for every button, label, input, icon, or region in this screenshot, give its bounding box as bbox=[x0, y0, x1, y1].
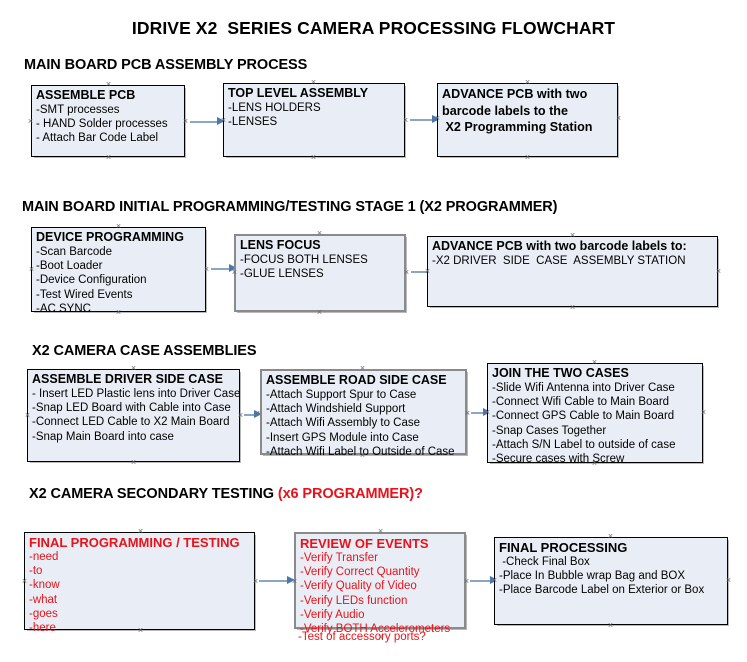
box-line: -Verify BOTH Accelerometers bbox=[300, 623, 451, 636]
connector-shaft bbox=[244, 414, 255, 416]
box-line: -Verify Audio bbox=[300, 608, 365, 621]
page-title: IDRIVE X2 SERIES CAMERA PROCESSING FLOWC… bbox=[131, 18, 616, 38]
box-line: -Scan Barcode bbox=[36, 246, 113, 258]
box-line: -Test Wired Events bbox=[36, 288, 133, 301]
connector-shaft bbox=[470, 580, 491, 582]
box-line: -Verify Correct Quantity bbox=[300, 566, 420, 579]
box-line: -goes bbox=[29, 607, 58, 620]
box-title: ADVANCE PCB with two bbox=[442, 87, 588, 101]
box-line: -know bbox=[29, 579, 60, 592]
box-line: - HAND Solder processes bbox=[36, 118, 168, 131]
box-line: -Slide Wifi Antenna into Driver Case bbox=[492, 382, 675, 394]
box-line: -AC SYNC bbox=[36, 302, 91, 315]
box-title: FINAL PROCESSING bbox=[499, 540, 628, 555]
box-top-level-assembly[interactable]: TOP LEVEL ASSEMBLY -LENS HOLDERS -LENSES bbox=[223, 83, 405, 157]
section-heading-main-board-initial-programming-testing-stage-1: MAIN BOARD INITIAL PROGRAMMING/TESTING S… bbox=[22, 199, 558, 215]
connector-shaft bbox=[471, 412, 484, 414]
box-lens-focus[interactable]: LENS FOCUS -FOCUS BOTH LENSES -GLUE LENS… bbox=[234, 234, 406, 312]
connector-shaft bbox=[190, 121, 218, 123]
section-heading-x2-camera-case-assemblies: X2 CAMERA CASE ASSEMBLIES bbox=[32, 343, 257, 359]
box-line: -Insert GPS Module into Case bbox=[266, 431, 419, 444]
connector-arrow bbox=[410, 115, 440, 124]
connector-arrow bbox=[259, 576, 295, 585]
box-line: -Place In Bubble wrap Bag and BOX bbox=[499, 570, 686, 583]
box-assemble-pcb[interactable]: ASSEMBLE PCB -SMT processes - HAND Solde… bbox=[31, 85, 185, 157]
connector-shaft bbox=[259, 580, 288, 582]
box-line: -to bbox=[29, 565, 43, 578]
box-line: -Place Barcode Label on Exterior or Box bbox=[499, 584, 705, 597]
box-line: -Snap Cases Together bbox=[492, 424, 607, 437]
box-title: ASSEMBLE PCB bbox=[36, 88, 136, 102]
box-review-of-events[interactable]: REVIEW OF EVENTS -Verify Transfer -Verif… bbox=[294, 532, 466, 635]
box-final-processing[interactable]: FINAL PROCESSING -Check Final Box -Place… bbox=[494, 537, 728, 625]
box-line: -Attach Wifi Assembly to Case bbox=[266, 417, 421, 430]
box-line: -X2 DRIVER SIDE CASE ASSEMBLY STATION bbox=[432, 255, 686, 267]
box-device-programming[interactable]: DEVICE PROGRAMMING -Scan Barcode -Boot L… bbox=[31, 227, 206, 315]
box-title: ADVANCE PCB with two barcode labels to: bbox=[432, 239, 687, 253]
box-join-the-two-cases[interactable]: JOIN THE TWO CASES -Slide Wifi Antenna i… bbox=[487, 363, 703, 466]
box-assemble-driver-side-case[interactable]: ASSEMBLE DRIVER SIDE CASE - Insert LED P… bbox=[27, 369, 240, 462]
section-heading-x2-camera-secondary-testing: X2 CAMERA SECONDARY TESTING (x6 PROGRAMM… bbox=[29, 486, 423, 502]
box-line: -Attach Wifi Label to Outside of Case bbox=[266, 445, 455, 458]
box-line: -Attach Windshield Support bbox=[266, 403, 406, 416]
box-line: - Attach Bar Code Label bbox=[36, 132, 159, 145]
box-line: -Snap LED Board with Cable into Case bbox=[32, 402, 231, 415]
box-title: DEVICE PROGRAMMING bbox=[36, 230, 184, 244]
box-title: JOIN THE TWO CASES bbox=[492, 366, 629, 380]
box-title: ASSEMBLE DRIVER SIDE CASE bbox=[32, 372, 224, 386]
box-line: -Connect LED Cable to X2 Main Board bbox=[32, 416, 230, 429]
box-line: -Attach Support Spur to Case bbox=[266, 389, 417, 401]
connector-shaft bbox=[410, 119, 433, 121]
box-line: -Connect GPS Cable to Main Board bbox=[492, 410, 675, 423]
box-title: LENS FOCUS bbox=[240, 238, 321, 252]
box-line: -Check Final Box bbox=[499, 556, 590, 568]
box-overflow-line: -Test of accessory ports? bbox=[298, 631, 426, 643]
box-line: -Secure cases with Screw bbox=[492, 453, 625, 466]
box-line: -FOCUS BOTH LENSES bbox=[240, 254, 368, 266]
box-title: TOP LEVEL ASSEMBLY bbox=[228, 86, 369, 100]
box-assemble-road-side-case[interactable]: ASSEMBLE ROAD SIDE CASE -Attach Support … bbox=[260, 369, 467, 458]
box-line: - Insert LED Plastic lens into Driver Ca… bbox=[32, 388, 241, 400]
box-line: -LENSES bbox=[228, 116, 278, 129]
connector-arrow bbox=[190, 117, 225, 126]
box-line: -what bbox=[29, 593, 58, 606]
box-line: -Snap Main Board into case bbox=[32, 430, 174, 443]
box-line: -here bbox=[29, 622, 56, 635]
box-line: -SMT processes bbox=[36, 104, 120, 116]
box-title: FINAL PROGRAMMING / TESTING bbox=[29, 535, 240, 550]
section-heading-main-board-pcb-assembly-process: MAIN BOARD PCB ASSEMBLY PROCESS bbox=[24, 57, 308, 73]
box-line: -GLUE LENSES bbox=[240, 268, 324, 281]
box-line: -Boot Loader bbox=[36, 260, 103, 273]
connector-shaft bbox=[211, 268, 230, 270]
box-line: -Device Configuration bbox=[36, 274, 147, 287]
box-advance-pcb-to-driver-side-case-assembly-station[interactable]: ADVANCE PCB with two barcode labels to: … bbox=[427, 236, 718, 307]
box-line: -Verify LEDs function bbox=[300, 594, 408, 607]
section-heading-text: X2 CAMERA SECONDARY TESTING bbox=[29, 486, 278, 502]
box-advance-pcb-to-x2-programming-station[interactable]: ADVANCE PCB with two barcode labels to t… bbox=[437, 83, 618, 157]
box-line: -need bbox=[29, 551, 59, 563]
box-line: X2 Programming Station bbox=[442, 120, 593, 134]
box-line: -Attach S/N Label to outside of case bbox=[492, 438, 676, 451]
box-final-programming-testing[interactable]: FINAL PROGRAMMING / TESTING -need -to -k… bbox=[24, 532, 255, 634]
box-title: REVIEW OF EVENTS bbox=[300, 536, 429, 551]
box-line: -Verify Transfer bbox=[300, 552, 378, 564]
box-title: ASSEMBLE ROAD SIDE CASE bbox=[266, 373, 447, 387]
box-line: -Connect Wifi Cable to Main Board bbox=[492, 396, 670, 409]
section-heading-accent: (x6 PROGRAMMER)? bbox=[277, 486, 423, 502]
box-line: -LENS HOLDERS bbox=[228, 102, 321, 114]
box-line: barcode labels to the bbox=[442, 103, 568, 118]
box-line: -Verify Quality of Video bbox=[300, 580, 417, 593]
